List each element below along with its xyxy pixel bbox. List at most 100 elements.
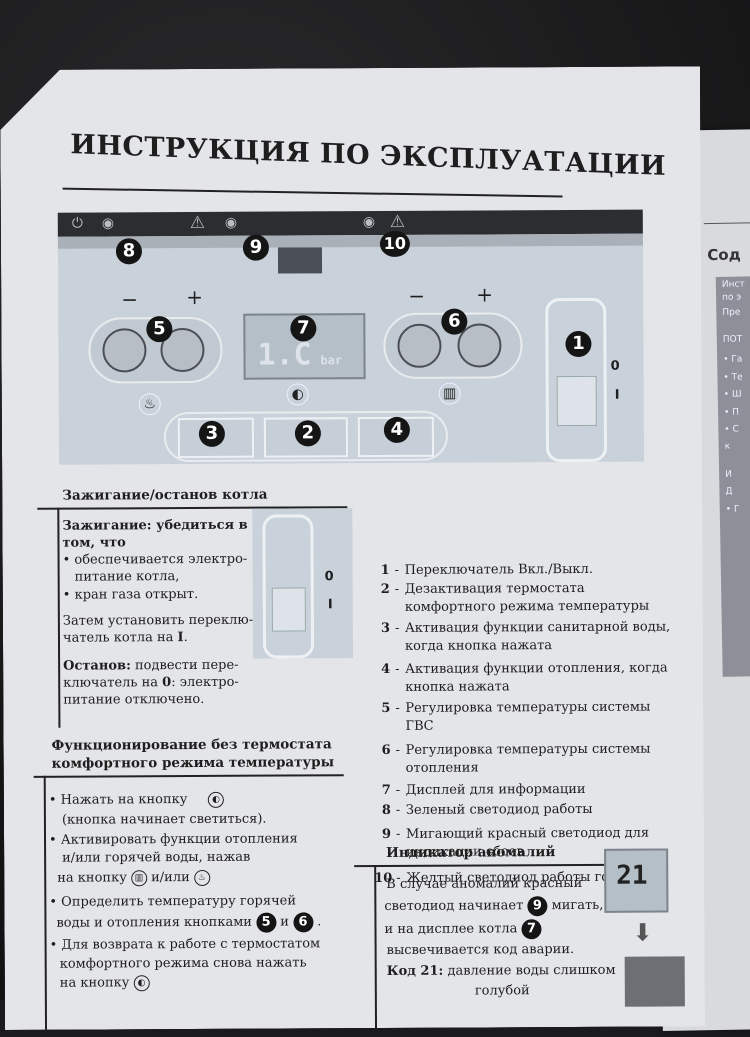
legend-dash: - bbox=[394, 581, 400, 597]
anomaly-line: светодиод начинает 9 мигать, bbox=[384, 896, 603, 917]
ignition-text: чатель котла на I. bbox=[63, 629, 188, 647]
panel-led-strip bbox=[58, 234, 643, 249]
error-code-label: Код 21: bbox=[386, 963, 444, 979]
no-thermostat-text: воды и отопления кнопками bbox=[56, 914, 252, 931]
stop-label: Останов: bbox=[63, 658, 131, 674]
right-page-line: • С bbox=[724, 424, 739, 435]
thermostat-icon: ◐ bbox=[133, 975, 149, 991]
section-rule bbox=[354, 864, 604, 867]
no-thermostat-text: и/или bbox=[151, 870, 190, 886]
stop-text-span: ключатель на bbox=[63, 675, 163, 691]
no-thermostat-line: воды и отопления кнопками 5 и 6 . bbox=[56, 912, 322, 932]
anomaly-heading: Индикатор аномалий bbox=[386, 844, 556, 861]
legend-text: Мигающий красный светодиод для bbox=[405, 825, 650, 842]
right-page-line: Инст bbox=[721, 279, 745, 290]
no-thermostat-text: • Нажать на кнопку bbox=[48, 792, 188, 808]
marker-6: 6 bbox=[441, 309, 467, 335]
right-page-line: Д bbox=[725, 486, 733, 497]
ref-marker-9: 9 bbox=[527, 896, 547, 916]
no-thermostat-line: комфортного режима снова нажать bbox=[59, 955, 307, 972]
legend-dash: - bbox=[395, 742, 401, 758]
thermostat-icon: ◐ bbox=[287, 383, 309, 405]
radiator-icon: ▥ bbox=[439, 383, 461, 405]
section-vertical-rule bbox=[44, 776, 47, 1036]
legend-dash: - bbox=[395, 826, 401, 842]
stop-text-span: подвести пере- bbox=[130, 657, 239, 674]
ignition-text: Затем установить переклю- bbox=[62, 612, 254, 629]
radiator-icon: ▥ bbox=[131, 870, 147, 886]
dhw-minus-button[interactable] bbox=[102, 328, 146, 372]
ignition-text-span: чатель котла на bbox=[62, 630, 178, 646]
anomaly-photo-illustration bbox=[625, 956, 685, 1006]
anomaly-text: и на дисплее котла bbox=[384, 921, 518, 937]
anomaly-display-code: 21 bbox=[616, 860, 648, 891]
legend-number: 7 bbox=[381, 782, 391, 799]
legend-text: Дисплей для информации bbox=[405, 781, 586, 798]
plus-label: + bbox=[186, 284, 204, 310]
switch-detail-illustration: 0 I bbox=[252, 508, 353, 659]
legend-text: Регулировка температуры системы bbox=[405, 699, 651, 716]
minus-label: − bbox=[408, 283, 426, 308]
marker-2: 2 bbox=[295, 420, 321, 446]
legend-number: 8 bbox=[381, 802, 391, 819]
legend-text: Регулировка температуры системы bbox=[405, 741, 651, 758]
manual-page: ИНСТРУКЦИЯ ПО ЭКСПЛУАТАЦИИ ⏻ ◉ ⚠ ◉ ◉ ⚠ 8… bbox=[0, 66, 705, 1030]
marker-3: 3 bbox=[199, 421, 225, 447]
anomaly-line: и на дисплее котла 7 bbox=[384, 919, 541, 940]
switch-off-label: 0 bbox=[610, 358, 620, 374]
stop-text: Останов: подвести пере- bbox=[63, 657, 239, 675]
anomaly-line: Код 21: давление воды слишком bbox=[387, 962, 616, 980]
marker-7: 7 bbox=[290, 315, 316, 341]
legend-text: когда кнопка нажата bbox=[404, 638, 553, 654]
legend-text: Зеленый светодиод работы bbox=[405, 801, 593, 818]
no-thermostat-line: • Определить температуру горячей bbox=[49, 893, 297, 910]
right-page-line: к bbox=[724, 441, 731, 452]
right-page-line: • Ш bbox=[723, 389, 742, 400]
right-page-heading: Сод bbox=[707, 245, 741, 265]
heating-minus-button[interactable] bbox=[397, 324, 441, 368]
right-page-line: ПОТ bbox=[722, 334, 743, 345]
marker-9: 9 bbox=[243, 235, 269, 261]
legend-number: 1 bbox=[380, 562, 390, 579]
legend-text: Дезактивация термостата bbox=[404, 580, 585, 597]
ignition-bullet: • кран газа открыт. bbox=[62, 586, 199, 603]
legend-dash: - bbox=[395, 782, 401, 798]
legend-text: ГВС bbox=[405, 718, 434, 734]
no-thermostat-heading: комфортного режима температуры bbox=[51, 754, 335, 772]
legend-text: отопления bbox=[405, 760, 479, 776]
right-page-line: • Га bbox=[723, 354, 743, 365]
right-page-line: по э bbox=[721, 292, 742, 303]
legend-number: 2 bbox=[380, 581, 390, 598]
legend-number: 3 bbox=[380, 620, 391, 637]
no-thermostat-line: • Нажать на кнопку ◐ bbox=[49, 791, 224, 809]
right-page-line: • П bbox=[723, 407, 740, 418]
flame-led-icon: ◉ bbox=[101, 215, 115, 232]
legend-text: Активация функции отопления, когда bbox=[405, 660, 668, 677]
stop-text: питание отключено. bbox=[63, 691, 205, 708]
ref-marker-7: 7 bbox=[521, 919, 541, 939]
title-rule bbox=[63, 188, 563, 197]
legend-number: 4 bbox=[381, 661, 391, 678]
legend-dash: - bbox=[394, 562, 400, 578]
legend-number: 5 bbox=[381, 700, 391, 717]
minus-label: − bbox=[121, 287, 139, 312]
anomaly-line: голубой bbox=[474, 983, 530, 999]
ref-marker-6: 6 bbox=[293, 912, 313, 932]
marker-8: 8 bbox=[116, 238, 142, 264]
switch-off-ref: 0 bbox=[162, 675, 172, 691]
page-title: ИНСТРУКЦИЯ ПО ЭКСПЛУАТАЦИИ bbox=[70, 129, 667, 182]
right-page-rule bbox=[703, 222, 750, 225]
ignition-subheading: том, что bbox=[62, 535, 126, 551]
no-thermostat-line: • Активировать функции отопления bbox=[48, 831, 298, 848]
on-off-switch[interactable] bbox=[557, 376, 597, 426]
anomaly-display-illustration: 21 bbox=[604, 849, 668, 913]
anomaly-text: светодиод начинает bbox=[384, 898, 524, 914]
right-page-line: И bbox=[725, 469, 732, 480]
legend-dash: - bbox=[395, 700, 400, 716]
stop-text-span: : электро- bbox=[171, 674, 239, 691]
anomaly-text: давление воды слишком bbox=[443, 962, 616, 979]
switch-on-label: I bbox=[327, 597, 333, 613]
right-page-line: • Те bbox=[723, 372, 743, 383]
legend-dash: - bbox=[394, 620, 400, 636]
no-thermostat-line: на кнопку ▥ и/или ♨ bbox=[57, 869, 210, 887]
